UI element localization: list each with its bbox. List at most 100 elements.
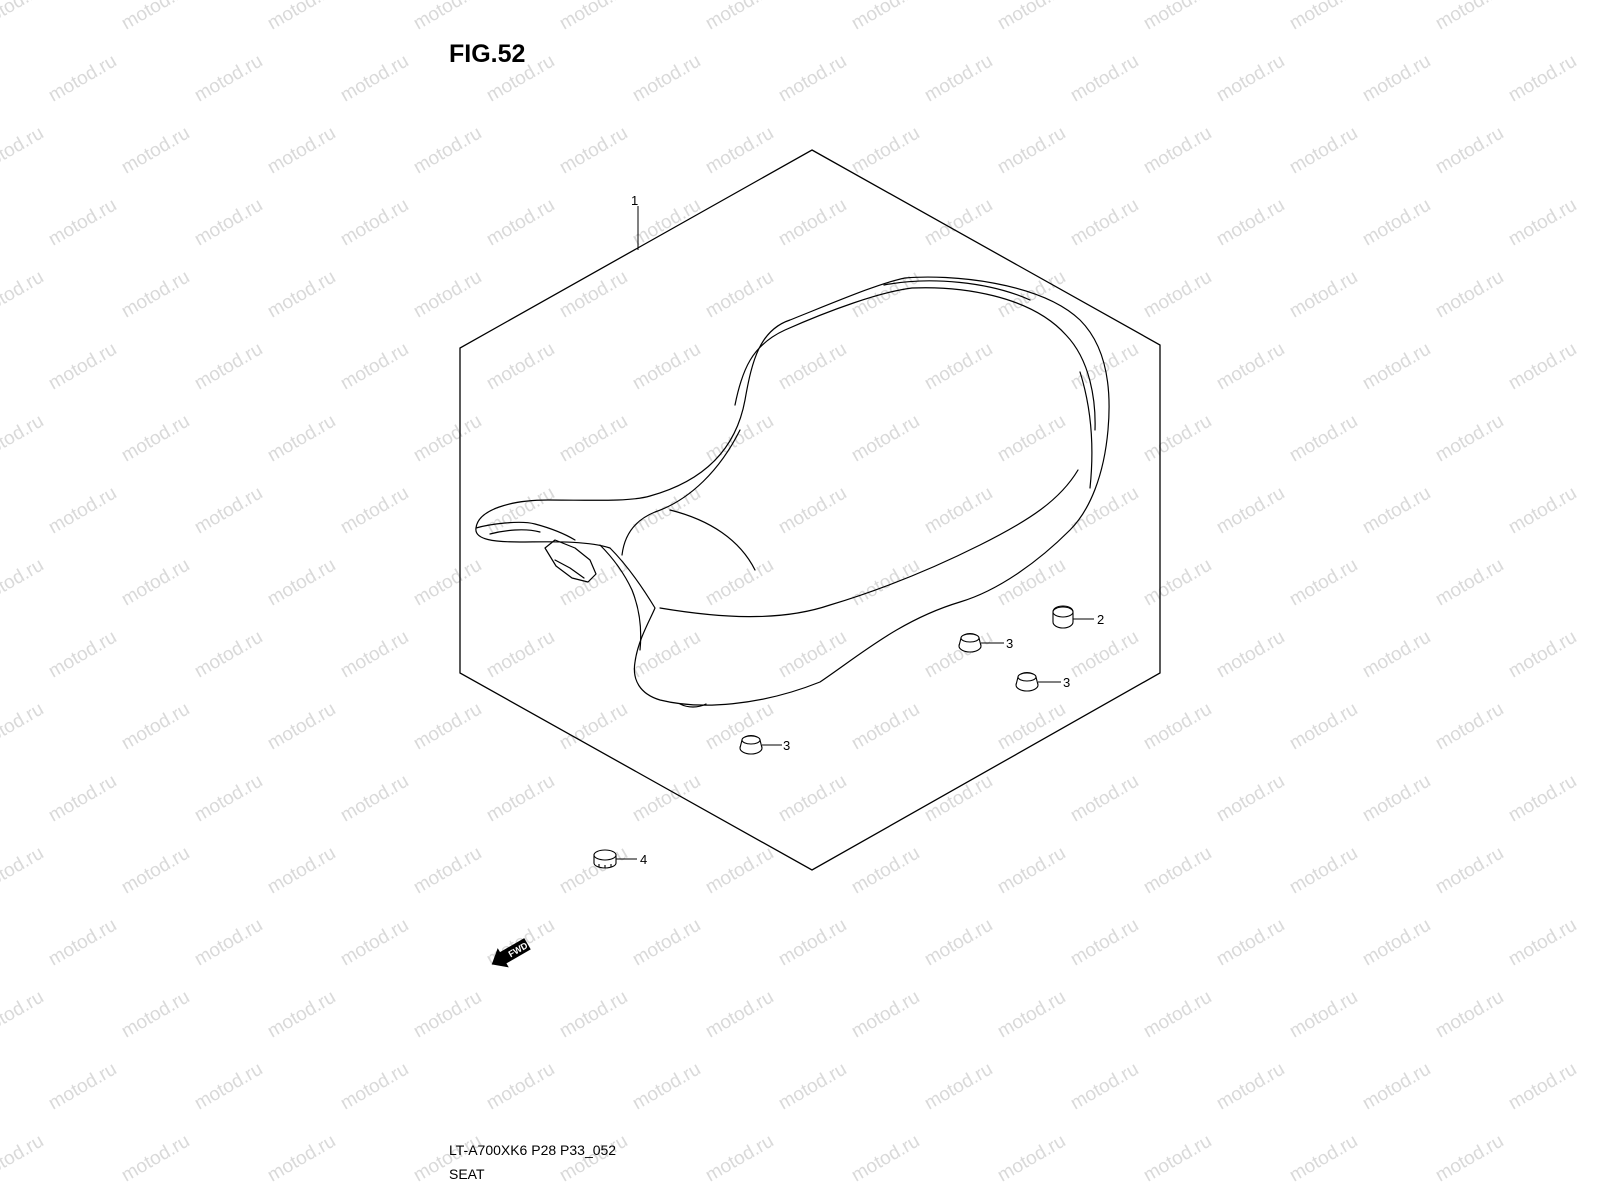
watermark-text: motod.ru <box>1505 195 1580 251</box>
watermark-text: motod.ru <box>1140 0 1215 34</box>
watermark-text: motod.ru <box>1067 51 1142 107</box>
watermark-text: motod.ru <box>1213 339 1288 395</box>
watermark-text: motod.ru <box>775 51 850 107</box>
watermark-text: motod.ru <box>1359 195 1434 251</box>
watermark-text: motod.ru <box>1067 627 1142 683</box>
watermark-text: motod.ru <box>1213 627 1288 683</box>
watermark-text: motod.ru <box>848 123 923 179</box>
watermark-text: motod.ru <box>994 1131 1069 1187</box>
watermark-text: motod.ru <box>629 195 704 251</box>
watermark-text: motod.ru <box>1067 915 1142 971</box>
watermark-text: motod.ru <box>191 915 266 971</box>
watermark-text: motod.ru <box>483 339 558 395</box>
watermark-text: motod.ru <box>556 699 631 755</box>
watermark-text: motod.ru <box>1286 699 1361 755</box>
watermark-text: motod.ru <box>264 411 339 467</box>
watermark-text: motod.ru <box>1286 1131 1361 1187</box>
watermark-text: motod.ru <box>1140 987 1215 1043</box>
cushion-part-2 <box>1052 605 1074 629</box>
watermark-text: motod.ru <box>1067 195 1142 251</box>
watermark-text: motod.ru <box>118 843 193 899</box>
watermark-text: motod.ru <box>921 483 996 539</box>
watermark-text: motod.ru <box>118 699 193 755</box>
watermark-text: motod.ru <box>483 627 558 683</box>
watermark-text: motod.ru <box>556 267 631 323</box>
watermark-text: motod.ru <box>0 1131 47 1187</box>
watermark-text: motod.ru <box>1213 915 1288 971</box>
watermark-text: motod.ru <box>848 555 923 611</box>
watermark-text: motod.ru <box>1213 483 1288 539</box>
watermark-text: motod.ru <box>0 987 47 1043</box>
watermark-text: motod.ru <box>337 627 412 683</box>
watermark-text: motod.ru <box>191 195 266 251</box>
watermark-text: motod.ru <box>702 843 777 899</box>
watermark-text: motod.ru <box>556 843 631 899</box>
watermark-text: motod.ru <box>629 915 704 971</box>
watermark-text: motod.ru <box>1286 267 1361 323</box>
watermark-text: motod.ru <box>337 1059 412 1115</box>
watermark-text: motod.ru <box>921 1059 996 1115</box>
watermark-text: motod.ru <box>994 987 1069 1043</box>
watermark-text: motod.ru <box>702 0 777 34</box>
figure-title: FIG.52 <box>449 40 526 68</box>
watermark-text: motod.ru <box>1213 771 1288 827</box>
figure-code: LT-A700XK6 P28 P33_052 <box>449 1142 617 1158</box>
watermark-text: motod.ru <box>410 555 485 611</box>
watermark-text: motod.ru <box>1432 0 1507 34</box>
watermark-text: motod.ru <box>1286 0 1361 34</box>
watermark-text: motod.ru <box>556 123 631 179</box>
watermark-text: motod.ru <box>1505 627 1580 683</box>
watermark-text: motod.ru <box>1432 411 1507 467</box>
watermark-text: motod.ru <box>1286 123 1361 179</box>
watermark-text: motod.ru <box>118 0 193 34</box>
watermark-text: motod.ru <box>1213 51 1288 107</box>
watermark-text: motod.ru <box>556 1131 631 1187</box>
watermark-text: motod.ru <box>264 555 339 611</box>
watermark-text: motod.ru <box>0 555 47 611</box>
watermark-text: motod.ru <box>1359 915 1434 971</box>
watermark-text: motod.ru <box>45 51 120 107</box>
watermark-text: motod.ru <box>994 267 1069 323</box>
watermark-text: motod.ru <box>1432 987 1507 1043</box>
watermark-text: motod.ru <box>848 411 923 467</box>
watermark-text: motod.ru <box>629 771 704 827</box>
watermark-text: motod.ru <box>1432 699 1507 755</box>
watermark-text: motod.ru <box>1359 339 1434 395</box>
watermark-text: motod.ru <box>921 915 996 971</box>
watermark-text: motod.ru <box>483 195 558 251</box>
callout-number-3a: 3 <box>1006 636 1013 651</box>
watermark-text: motod.ru <box>45 627 120 683</box>
watermark-text: motod.ru <box>264 1131 339 1187</box>
watermark-text: motod.ru <box>1140 123 1215 179</box>
watermark-text: motod.ru <box>629 339 704 395</box>
watermark-text: motod.ru <box>1067 771 1142 827</box>
watermark-text: motod.ru <box>0 267 47 323</box>
watermark-text: motod.ru <box>994 123 1069 179</box>
watermark-text: motod.ru <box>45 771 120 827</box>
cushion-part-3a <box>958 632 982 653</box>
watermark-text: motod.ru <box>702 267 777 323</box>
watermark-text: motod.ru <box>1140 411 1215 467</box>
watermark-text: motod.ru <box>1286 843 1361 899</box>
watermark-text: motod.ru <box>337 51 412 107</box>
watermark-text: motod.ru <box>1505 915 1580 971</box>
watermark-text: motod.ru <box>0 843 47 899</box>
watermark-text: motod.ru <box>629 51 704 107</box>
watermark-text: motod.ru <box>1505 771 1580 827</box>
callout-number-3b: 3 <box>1063 675 1070 690</box>
watermark-text: motod.ru <box>556 411 631 467</box>
watermark-text: motod.ru <box>1359 627 1434 683</box>
watermark-text: motod.ru <box>848 987 923 1043</box>
watermark-text: motod.ru <box>1140 1131 1215 1187</box>
watermark-text: motod.ru <box>1140 267 1215 323</box>
watermark-text: motod.ru <box>264 699 339 755</box>
watermark-text: motod.ru <box>45 483 120 539</box>
figure-name: SEAT <box>449 1166 485 1182</box>
watermark-text: motod.ru <box>775 771 850 827</box>
watermark-text: motod.ru <box>848 843 923 899</box>
watermark-text: motod.ru <box>410 987 485 1043</box>
watermark-text: motod.ru <box>337 195 412 251</box>
watermark-text: motod.ru <box>337 771 412 827</box>
watermark-text: motod.ru <box>45 339 120 395</box>
